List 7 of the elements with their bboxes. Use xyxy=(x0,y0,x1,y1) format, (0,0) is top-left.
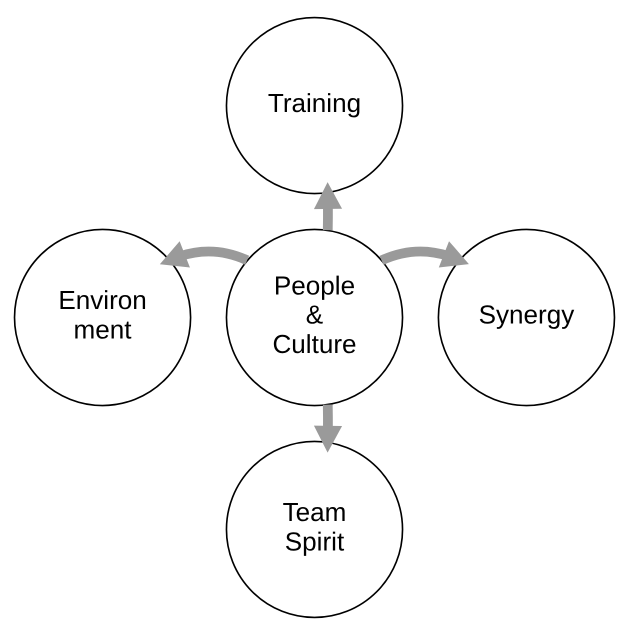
arrow xyxy=(160,241,250,268)
node-circle: Training xyxy=(226,16,404,194)
arrow xyxy=(314,182,342,230)
node-circle: Team Spirit xyxy=(226,440,404,618)
arrow xyxy=(380,241,469,268)
arrow xyxy=(314,404,342,453)
node-circle: People & Culture xyxy=(226,228,404,406)
